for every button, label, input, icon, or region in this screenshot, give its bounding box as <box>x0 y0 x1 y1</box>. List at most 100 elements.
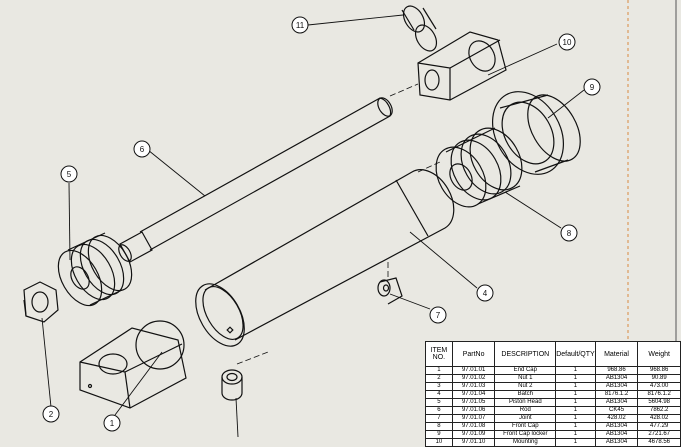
bom-cell-qty: 1 <box>555 430 596 439</box>
bom-cell-qty: 1 <box>555 366 596 375</box>
bom-cell-description: Batch <box>494 390 557 399</box>
bom-cell-description: End Cap <box>494 366 557 375</box>
leader-line <box>389 293 431 310</box>
part-front-cap <box>435 127 523 208</box>
leader-line <box>504 191 562 229</box>
callout-balloon: 10 <box>558 33 576 51</box>
bom-cell-description: Nut 1 <box>494 374 557 383</box>
bom-cell-partno: 97.01.05 <box>451 398 496 407</box>
bom-cell-item-no: 5 <box>425 398 453 407</box>
bom-cell-item-no: 2 <box>425 374 453 383</box>
bom-cell-qty: 1 <box>555 382 596 391</box>
bom-cell-item-no: 4 <box>425 390 453 399</box>
leader-line <box>547 89 585 119</box>
bom-cell-item-no: 8 <box>425 422 453 431</box>
assembly-drawing: 11 10 9 6 5 8 4 7 2 1 <box>23 0 677 437</box>
bom-cell-item-no: 6 <box>425 406 453 415</box>
part-front-cap-locker <box>492 91 581 175</box>
bom-cell-description: Front Cap locker <box>494 430 557 439</box>
bom-header-row: ITEM NO. PartNo DESCRIPTION Default/QTY … <box>425 341 681 367</box>
bom-cell-weight: 428.02 <box>637 414 681 423</box>
leader-line <box>147 149 206 197</box>
bom-cell-material: 428.02 <box>594 414 639 423</box>
bom-header-qty: Default/QTY <box>555 341 596 367</box>
leader-line <box>307 14 404 26</box>
bom-cell-item-no: 3 <box>425 382 453 391</box>
part-mounting <box>417 31 507 101</box>
bom-cell-material: AB1304 <box>594 382 639 391</box>
axis-line <box>236 351 269 365</box>
callout-number: 6 <box>140 145 145 154</box>
bom-cell-material: AB1304 <box>594 430 639 439</box>
callout-balloon: 8 <box>560 224 578 242</box>
bom-cell-material: 8176.1.2 <box>594 390 639 399</box>
bom-header-partno: PartNo <box>451 341 496 367</box>
bom-cell-partno: 97.01.06 <box>451 406 496 415</box>
bom-header-material: Material <box>594 341 639 367</box>
callout-number: 11 <box>296 21 305 30</box>
bom-cell-description: Front Cap <box>494 422 557 431</box>
callout-balloon: 9 <box>583 78 601 96</box>
bom-cell-qty: 1 <box>555 422 596 431</box>
bom-cell-qty: 1 <box>555 438 596 447</box>
callout-number: 7 <box>436 311 441 320</box>
bom-header-weight: Weight <box>637 341 681 367</box>
bom-cell-description: Piston Head <box>494 398 557 407</box>
leader-line <box>235 397 239 437</box>
callout-balloon: 1 <box>103 414 121 432</box>
callout-balloon: 4 <box>476 284 494 302</box>
bom-cell-description: Rod <box>494 406 557 415</box>
callout-balloon: 6 <box>133 140 151 158</box>
callout-balloon: 2 <box>42 405 60 423</box>
bom-header-item-no: ITEM NO. <box>425 341 453 367</box>
part-rod <box>118 97 393 263</box>
bom-cell-weight: 473.00 <box>637 382 681 391</box>
bom-cell-partno: 97.01.10 <box>451 438 496 447</box>
bom-cell-item-no: 9 <box>425 430 453 439</box>
bom-cell-qty: 1 <box>555 374 596 383</box>
bom-cell-description: Mounting <box>494 438 557 447</box>
bom-cell-weight: 7862.2 <box>637 406 681 415</box>
callout-balloon: 5 <box>60 165 78 183</box>
callout-number: 9 <box>590 83 595 92</box>
bom-cell-material: AB1304 <box>594 398 639 407</box>
bom-cell-partno: 97.01.01 <box>451 366 496 375</box>
bom-cell-partno: 97.01.07 <box>451 414 496 423</box>
bom-cell-partno: 97.01.09 <box>451 430 496 439</box>
callout-number: 10 <box>563 38 572 47</box>
bom-cell-description: Joint <box>494 414 557 423</box>
axis-line <box>389 83 419 97</box>
axis-line <box>417 161 441 173</box>
bom-cell-qty: 1 <box>555 390 596 399</box>
bom-cell-qty: 1 <box>555 398 596 407</box>
leader-line <box>114 351 163 416</box>
bom-cell-partno: 97.01.03 <box>451 382 496 391</box>
bom-header-description: DESCRIPTION <box>494 341 557 367</box>
bom-cell-partno: 97.01.04 <box>451 390 496 399</box>
leader-line <box>41 317 52 408</box>
bom-cell-item-no: 1 <box>425 366 453 375</box>
bom-cell-weight: 477.29 <box>637 422 681 431</box>
bom-cell-weight: 90.89 <box>637 374 681 383</box>
leader-line <box>487 43 558 76</box>
bom-cell-weight: 2721.67 <box>637 430 681 439</box>
part-end-cap <box>79 320 187 409</box>
callout-number: 2 <box>49 410 54 419</box>
callout-number: 5 <box>67 170 72 179</box>
part-nut <box>23 281 59 323</box>
part-nut-2 <box>221 369 243 401</box>
bom-cell-material: 968.86 <box>594 366 639 375</box>
callout-balloon: 11 <box>291 16 309 34</box>
bom-cell-material: AB1304 <box>594 422 639 431</box>
bom-cell-weight: 5604.98 <box>637 398 681 407</box>
part-barrel <box>195 169 455 347</box>
